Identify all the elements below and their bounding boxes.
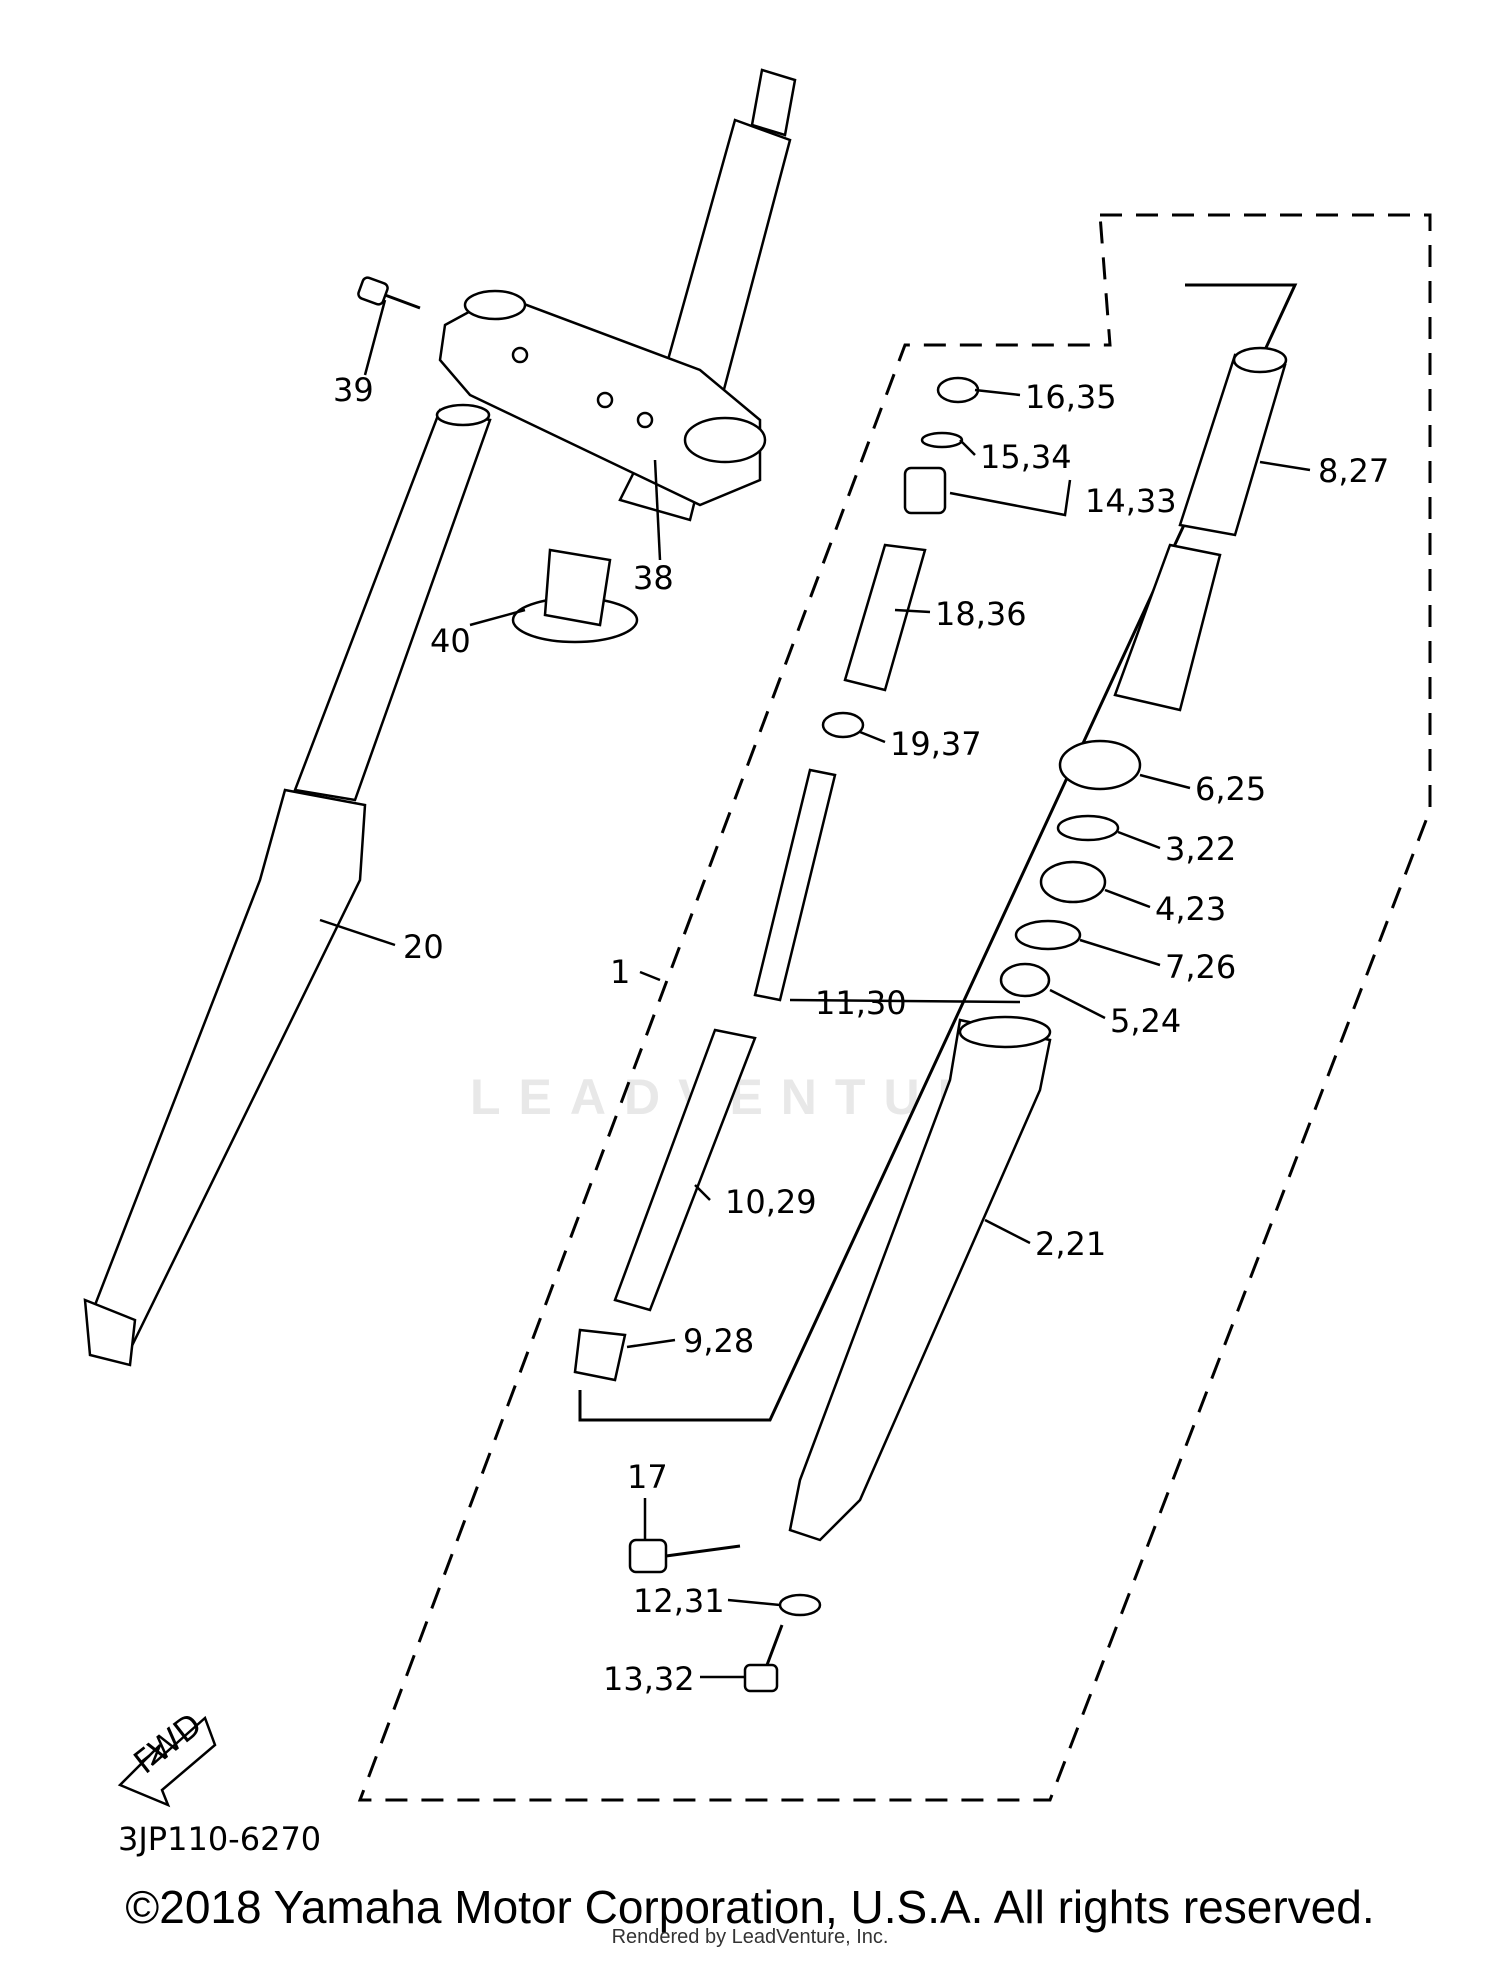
damper-rod-10-29 <box>613 1028 757 1312</box>
bolt-39 <box>357 276 421 310</box>
under-bracket <box>438 289 767 507</box>
oil-seal-4-23 <box>1039 860 1107 904</box>
leader-9-28 <box>626 1338 676 1349</box>
label-39: 39 <box>333 371 374 409</box>
label-9-28: 9,28 <box>683 1322 754 1360</box>
label-15-34: 15,34 <box>980 438 1072 476</box>
leader-19-37 <box>859 730 886 744</box>
watermark: LEADVENTURE <box>470 1069 1044 1125</box>
leader-8-27 <box>1259 460 1311 472</box>
label-11-30: 11,30 <box>815 984 907 1022</box>
label-5-24: 5,24 <box>1110 1002 1181 1040</box>
leader-7-26 <box>1079 938 1161 967</box>
taper-spindle-9-28 <box>573 1328 627 1382</box>
leader-14-33 <box>949 479 1072 517</box>
leader-12-31 <box>727 1598 781 1607</box>
leader-11-30 <box>789 998 1021 1004</box>
label-4-23: 4,23 <box>1155 890 1226 928</box>
label-2-21: 2,21 <box>1035 1225 1106 1263</box>
label-10-29: 10,29 <box>725 1183 817 1221</box>
label-40: 40 <box>430 622 471 660</box>
forward-arrow-icon: FWD <box>117 1705 217 1808</box>
dust-seal-6-25 <box>1058 739 1142 791</box>
inner-assembly-bracket <box>578 283 1298 1422</box>
label-16-35: 16,35 <box>1025 378 1117 416</box>
fork-assembly-20 <box>83 403 492 1367</box>
leader-18-36 <box>894 608 931 614</box>
copyright-notice: ©2018 Yamaha Motor Corporation, U.S.A. A… <box>125 1881 1375 1933</box>
label-7-26: 7,26 <box>1165 948 1236 986</box>
assembly-dashed-outline <box>357 213 1432 1802</box>
label-18-36: 18,36 <box>935 595 1027 633</box>
clip-3-22 <box>1056 814 1120 842</box>
rendered-by-notice: Rendered by LeadVenture, Inc. <box>611 1926 889 1948</box>
leader-5-24 <box>1049 988 1106 1020</box>
label-20: 20 <box>403 928 444 966</box>
fork-cap-16-35 <box>936 376 980 404</box>
label-17: 17 <box>627 1458 668 1496</box>
label-38: 38 <box>633 559 674 597</box>
drawing-code: 3JP110-6270 <box>118 1820 321 1858</box>
label-14-33: 14,33 <box>1085 482 1177 520</box>
slide-metal-5-24 <box>999 962 1051 998</box>
bolt-17 <box>628 1538 741 1574</box>
label-3-22: 3,22 <box>1165 830 1236 868</box>
inner-tube-8-27 <box>1113 346 1288 712</box>
o-ring-15-34 <box>920 431 964 449</box>
label-19-37: 19,37 <box>890 725 982 763</box>
washer-12-31 <box>778 1593 822 1617</box>
label-8-27: 8,27 <box>1318 452 1389 490</box>
cap-bolt-14-33 <box>903 466 947 515</box>
leader-40 <box>469 608 526 627</box>
bolt-13-32 <box>743 1624 784 1693</box>
label-12-31: 12,31 <box>633 1582 725 1620</box>
fork-spring-11-30 <box>753 768 837 1002</box>
leader-1 <box>639 970 661 982</box>
leader-6-25 <box>1139 773 1191 790</box>
leader-2-21 <box>984 1218 1031 1245</box>
leader-10-29 <box>694 1184 711 1201</box>
leader-16-35 <box>974 388 1021 397</box>
label-1: 1 <box>610 953 630 991</box>
washer-7-26 <box>1014 919 1082 951</box>
leader-15-34 <box>959 439 976 456</box>
label-6-25: 6,25 <box>1195 770 1266 808</box>
spring-seat-19-37 <box>821 711 865 739</box>
leader-38 <box>653 459 662 561</box>
leader-20 <box>319 918 396 947</box>
bushing-40 <box>511 548 639 644</box>
label-13-32: 13,32 <box>603 1660 695 1698</box>
leader-39 <box>363 299 387 376</box>
leader-4-23 <box>1104 888 1151 909</box>
leader-3-22 <box>1117 830 1161 850</box>
spacer-18-36 <box>843 543 927 692</box>
outer-tube-2-21 <box>788 1015 1052 1542</box>
